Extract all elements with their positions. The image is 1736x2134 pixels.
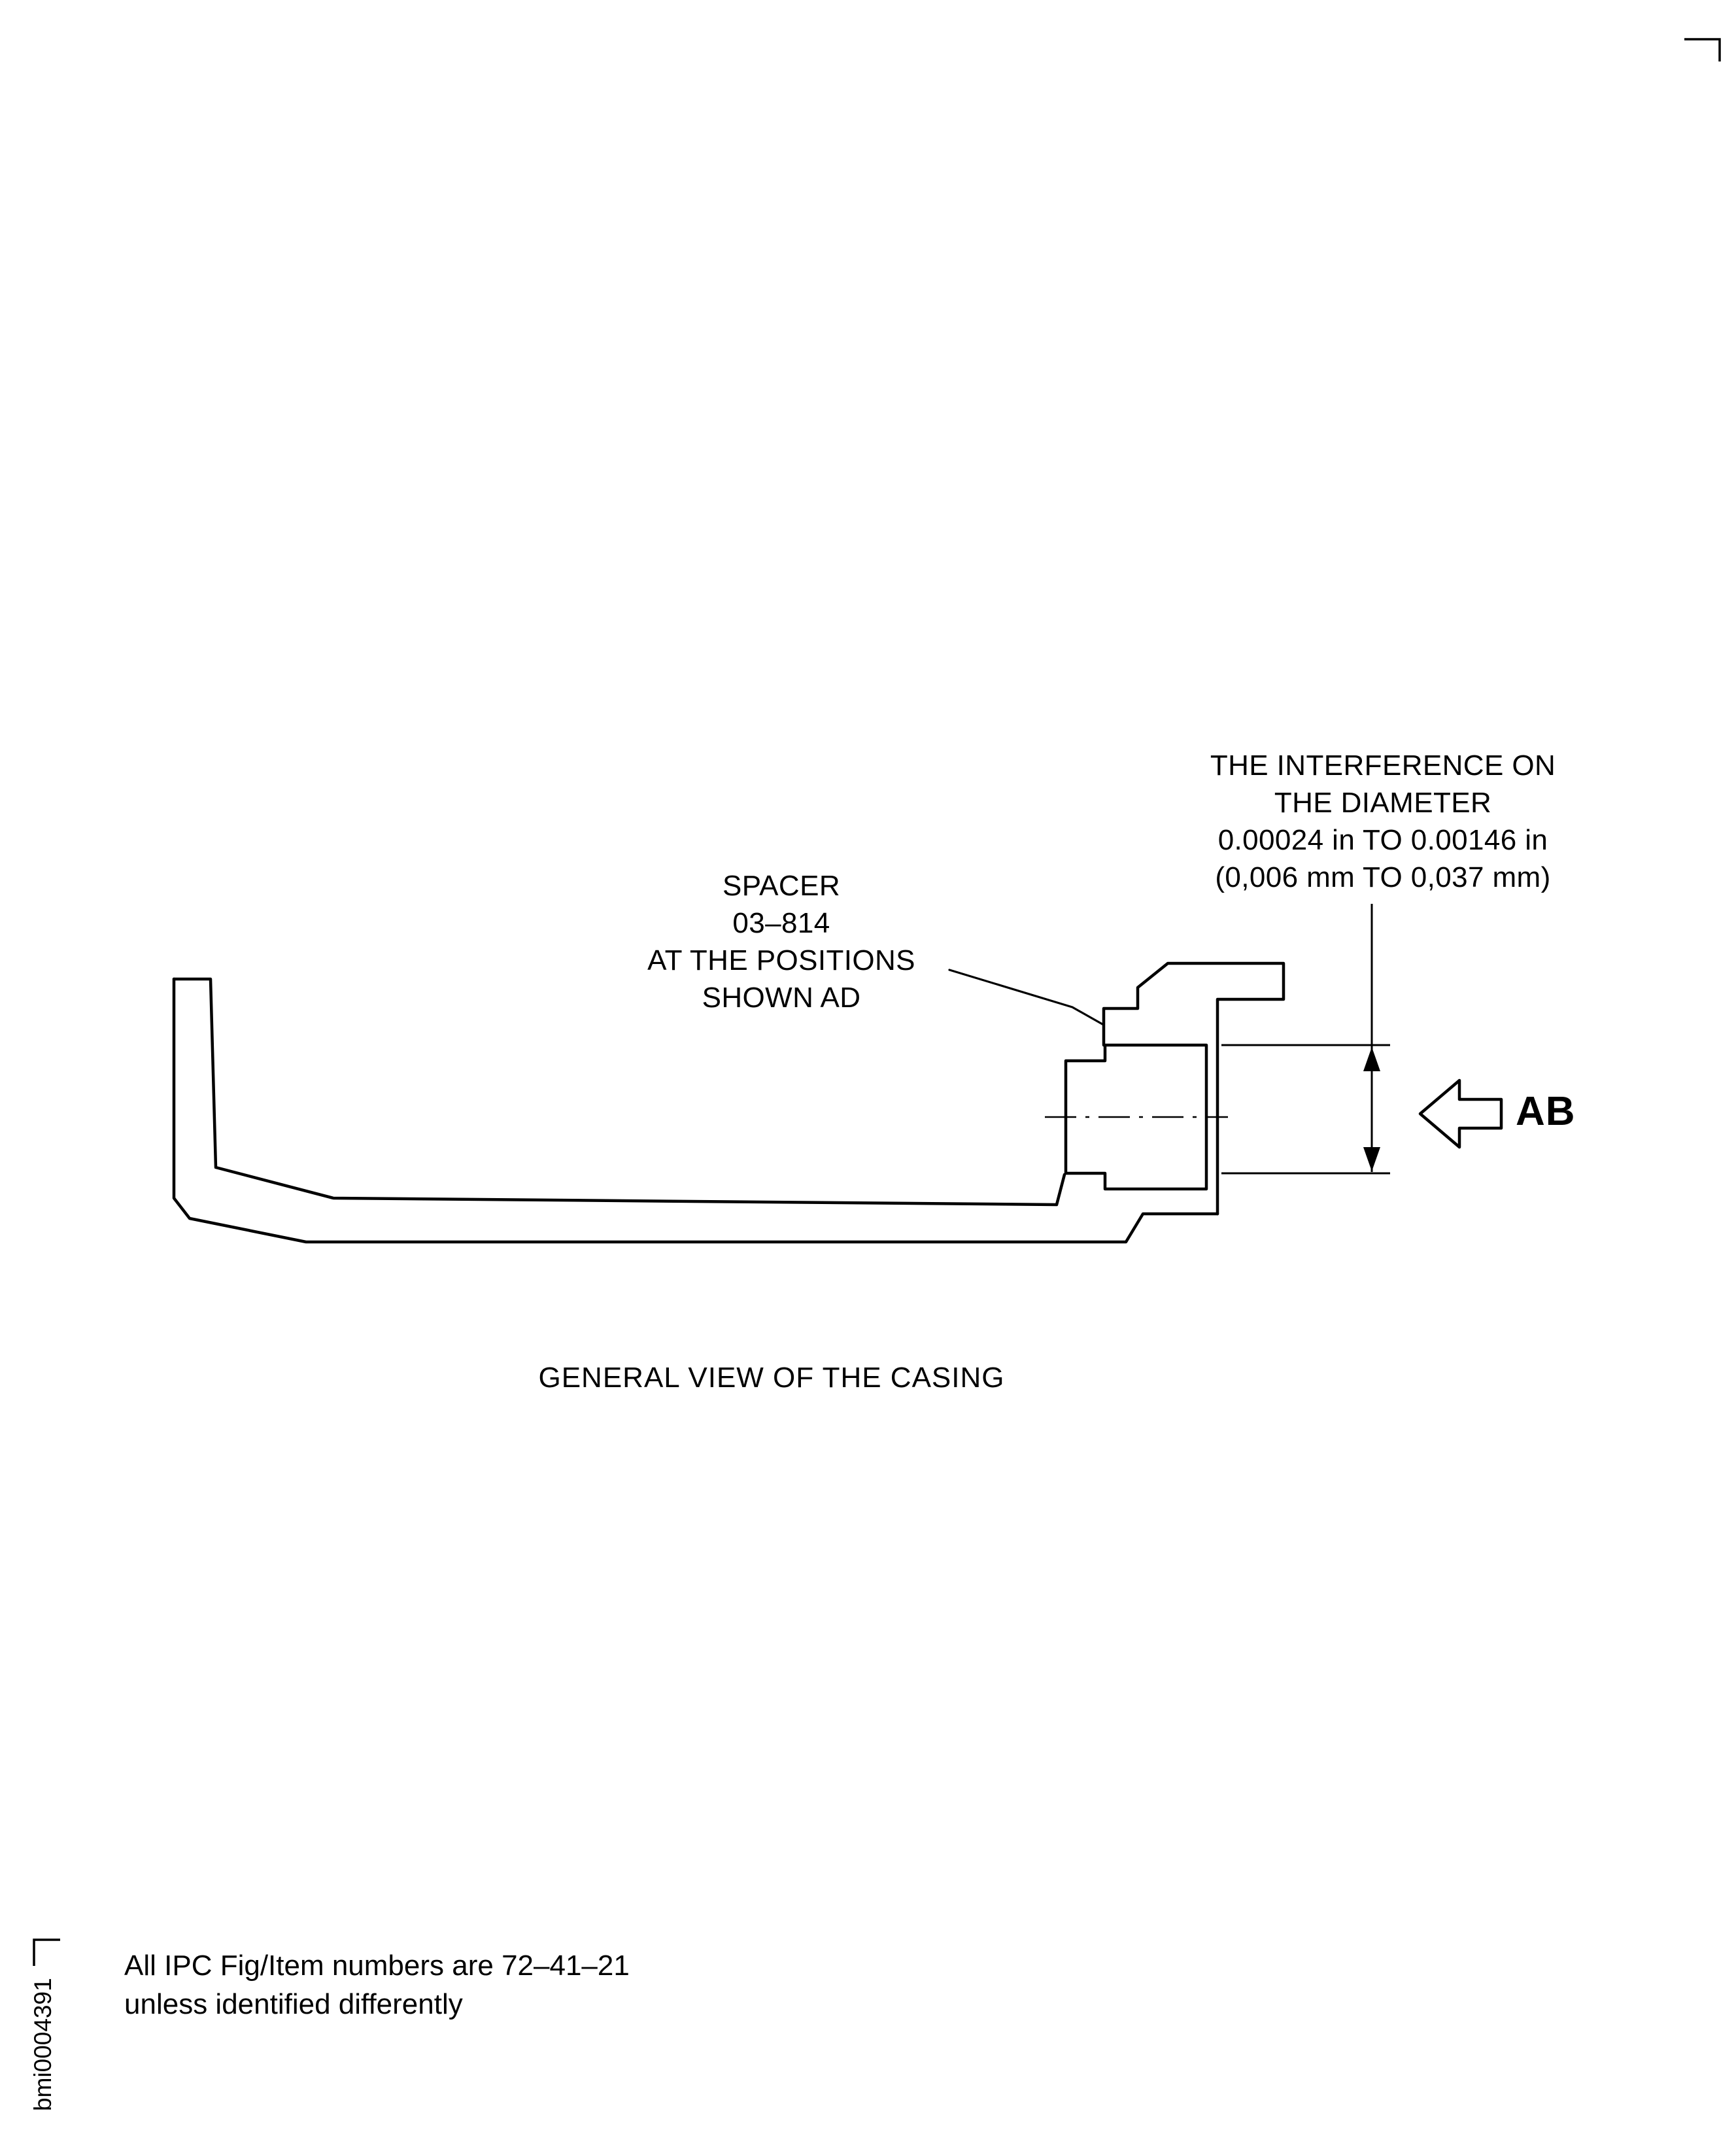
spacer-leader-line [948, 969, 1104, 1025]
spacer-note-line3: AT THE POSITIONS [647, 944, 915, 976]
spacer-note-line1: SPACER [722, 870, 841, 902]
dimension-arrowhead-up [1363, 1047, 1380, 1071]
ipc-footnote-line1: All IPC Fig/Item numbers are 72–41–21 [124, 1950, 630, 1982]
figure-caption: GENERAL VIEW OF THE CASING [538, 1362, 1005, 1394]
spacer-note-line4: SHOWN AD [702, 982, 861, 1014]
interference-note-line4: (0,006 mm TO 0,037 mm) [1215, 861, 1551, 893]
casing-web-top-outline [172, 977, 1066, 1207]
crop-mark-bottom-left [33, 1938, 60, 1966]
view-direction-arrow-AB [1418, 1078, 1503, 1149]
casing-web-bottom-outline [172, 977, 1219, 1244]
interference-note: THE INTERFERENCE ON THE DIAMETER 0.00024… [1157, 747, 1608, 896]
view-label-AB: AB [1516, 1089, 1576, 1134]
crop-mark-top-right [1684, 38, 1721, 61]
spacer-note-line2: 03–814 [732, 907, 830, 939]
ipc-footnote-line2: unless identified differently [124, 1988, 463, 2020]
dimension-arrowhead-down [1363, 1147, 1380, 1171]
ipc-footnote: All IPC Fig/Item numbers are 72–41–21 un… [124, 1946, 630, 2023]
doc-id-vertical-text: bmi0004391 [29, 1978, 56, 2111]
casing-hook-flange-outline [1102, 961, 1285, 1216]
spacer-note: SPACER 03–814 AT THE POSITIONS SHOWN AD [608, 867, 955, 1016]
interference-note-line1: THE INTERFERENCE ON [1210, 749, 1556, 782]
interference-note-line3: 0.00024 in TO 0.00146 in [1217, 824, 1548, 856]
interference-note-line2: THE DIAMETER [1274, 787, 1492, 819]
spacer-block-outline [1064, 1043, 1208, 1191]
